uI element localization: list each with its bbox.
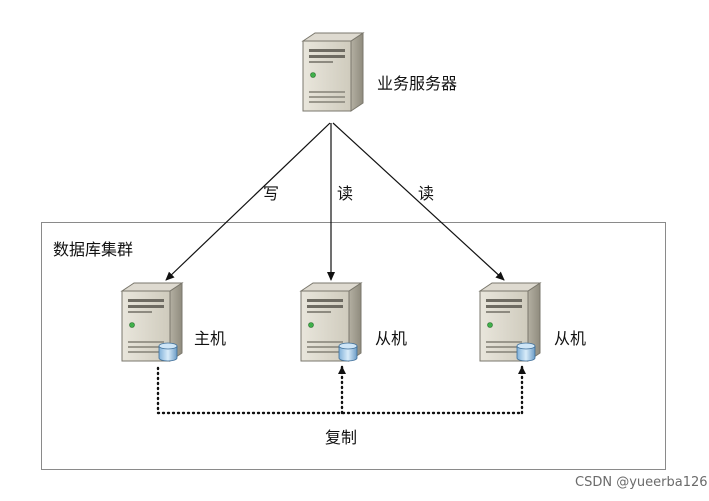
database-cluster-box (41, 222, 666, 470)
slave2-database-icon (516, 342, 536, 362)
write-arrow (165, 122, 331, 281)
slave2-label: 从机 (554, 329, 587, 348)
replication-line (156, 366, 524, 415)
slave1-database-icon (338, 342, 358, 362)
business-server-icon (302, 32, 364, 112)
replication-label: 复制 (325, 428, 358, 447)
read-arrow-2 (332, 122, 505, 281)
watermark-text: CSDN @yueerba126 (575, 475, 708, 490)
cluster-label: 数据库集群 (53, 240, 134, 259)
slave1-label: 从机 (375, 329, 408, 348)
business-server-label: 业务服务器 (377, 74, 458, 93)
master-label: 主机 (194, 329, 227, 348)
read-label-2: 读 (418, 184, 435, 203)
write-label: 写 (263, 184, 280, 203)
read-label-1: 读 (337, 184, 354, 203)
master-database-icon (158, 342, 178, 362)
